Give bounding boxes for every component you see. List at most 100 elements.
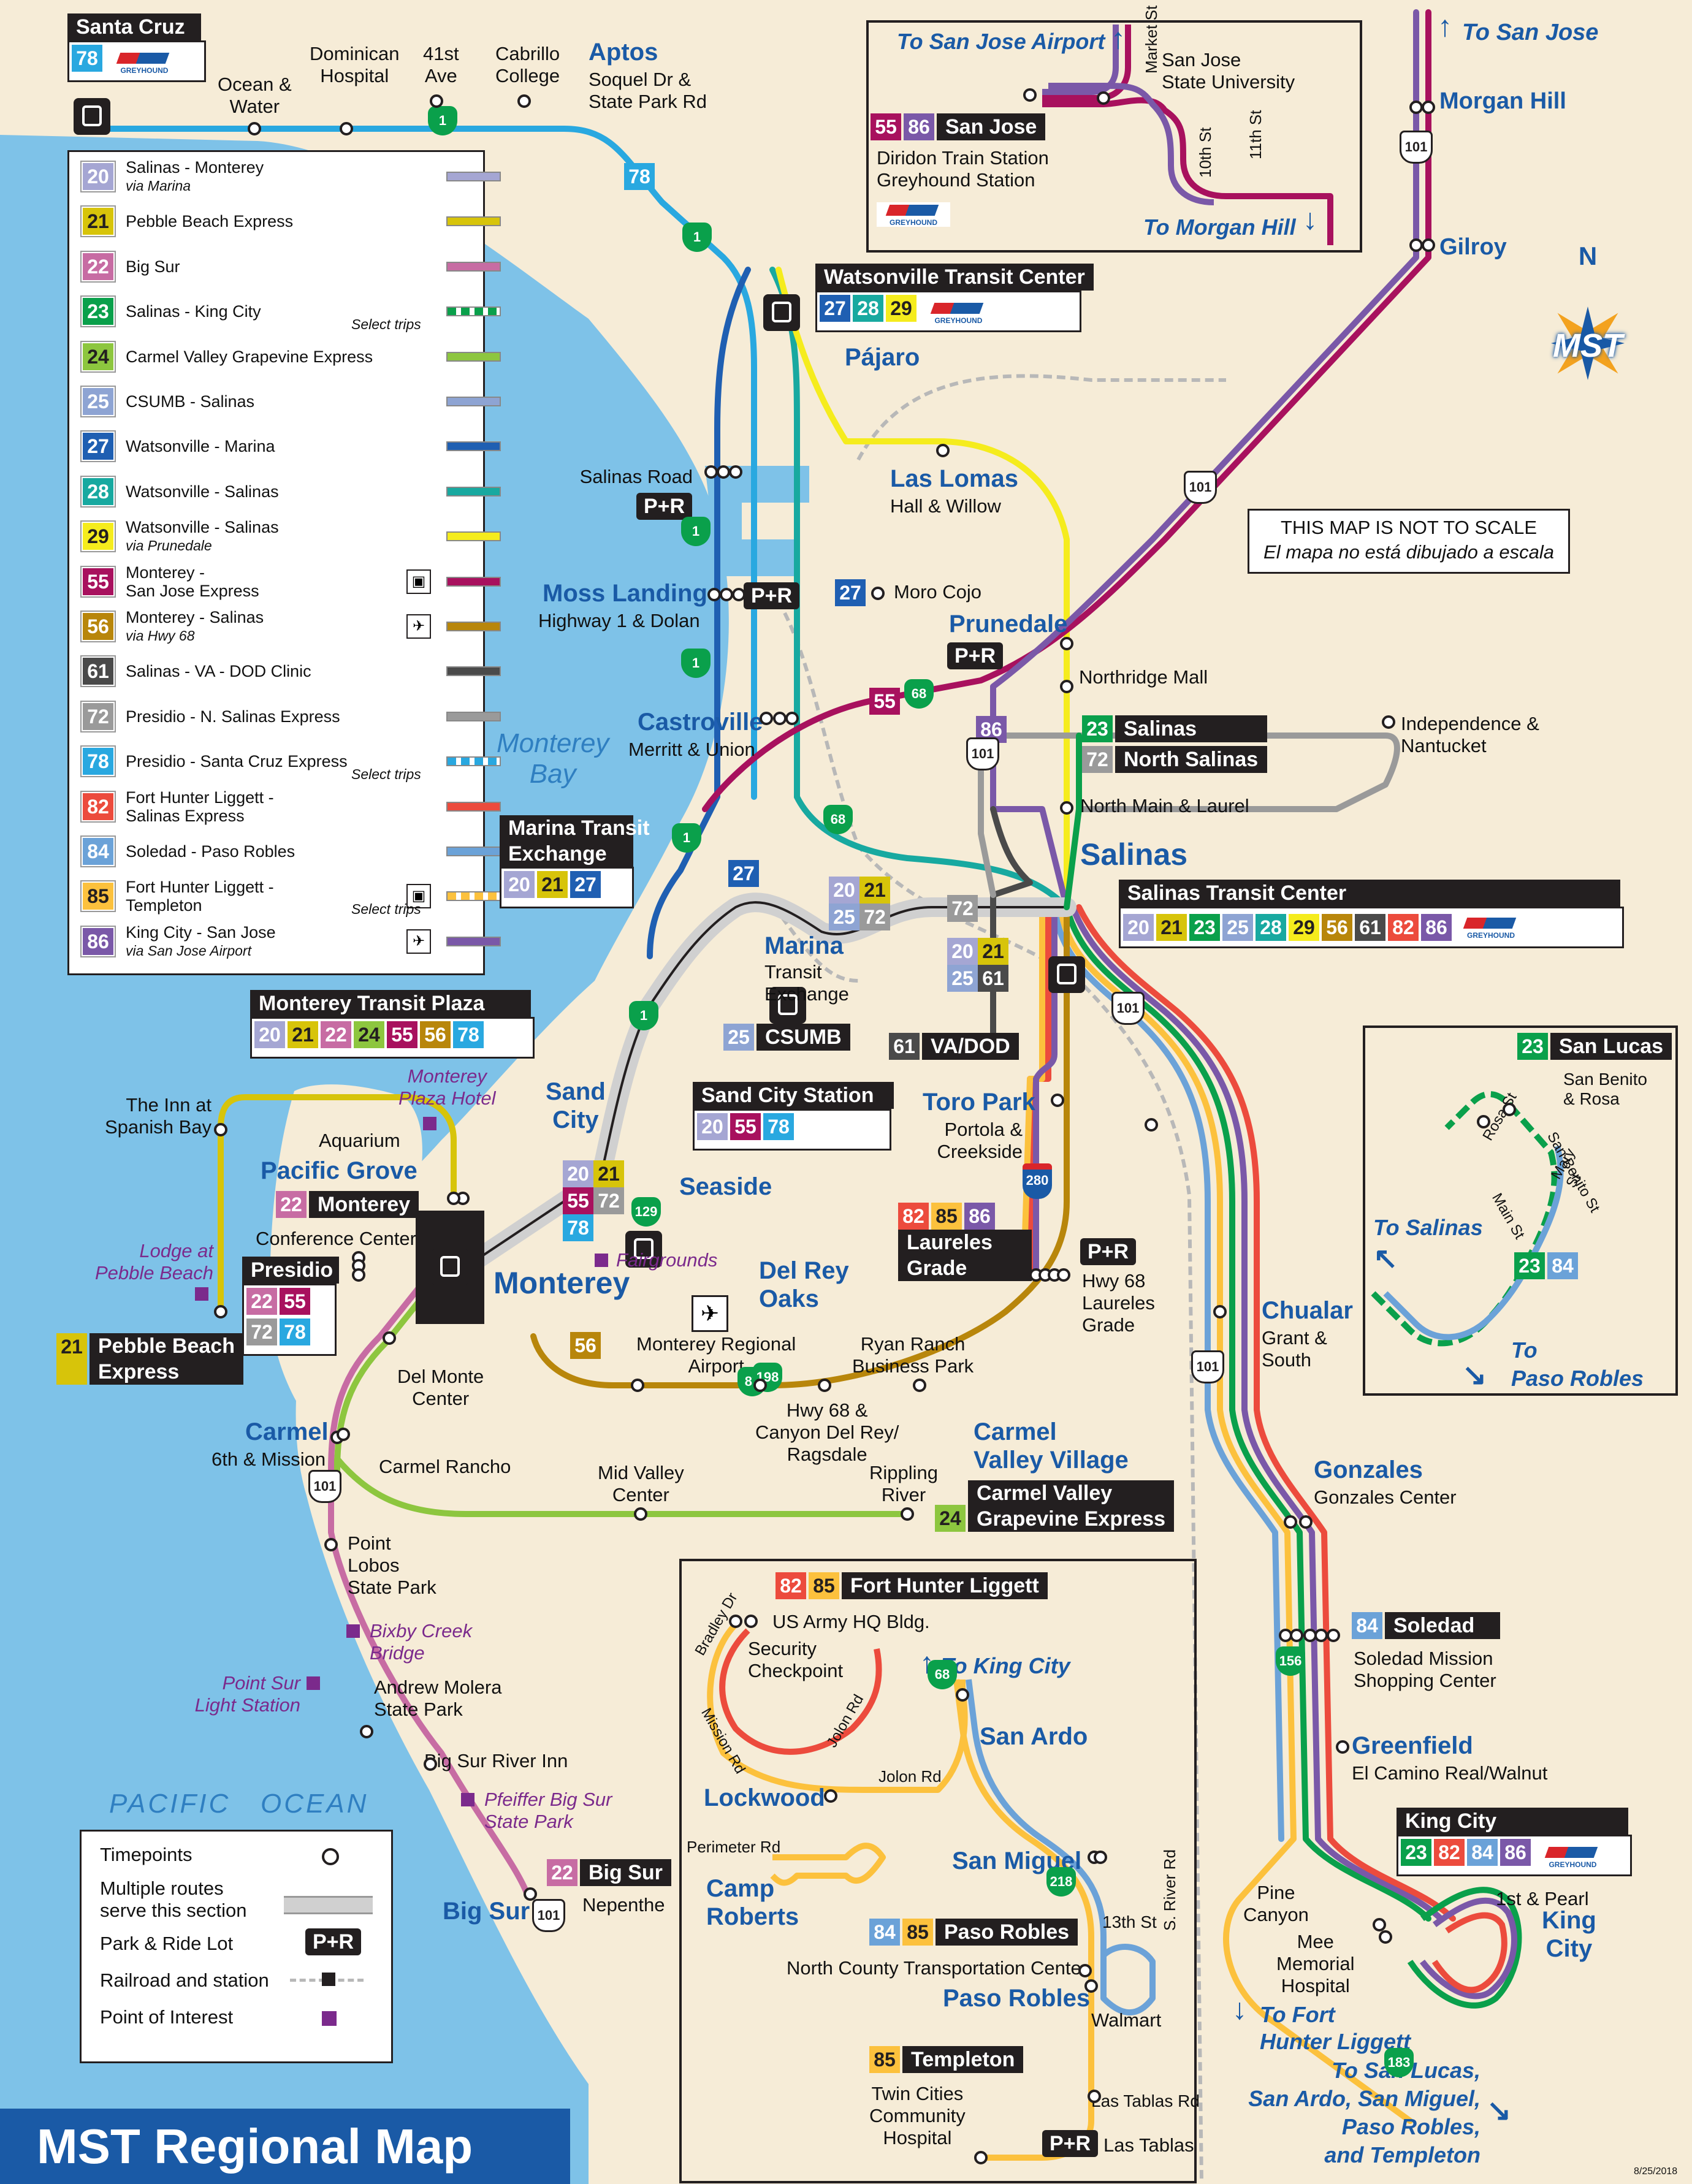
- route-badge-20: 20: [829, 877, 859, 904]
- route-badge-85: 85: [902, 1919, 933, 1946]
- route-badge-22: 22: [246, 1288, 277, 1315]
- timepoint-dot: [717, 465, 730, 479]
- route-badge-55: 55: [280, 1288, 310, 1315]
- key-poi: Point of Interest: [100, 2006, 234, 2028]
- legend-route-number: 25: [80, 386, 116, 417]
- direction-arrow-icon: ↘: [1487, 2095, 1512, 2127]
- label-rippling: Rippling River: [869, 1462, 939, 1505]
- timepoint-dot: [424, 1757, 437, 1771]
- label-13th-st: 13th St: [1102, 1912, 1157, 1931]
- timepoint-dot: [824, 1789, 837, 1803]
- legend-route-number: 86: [80, 925, 116, 957]
- hub-san-lucas: 23 San Lucas: [1517, 1033, 1672, 1060]
- label-hwy68-laureles: Hwy 68 Laureles Grade: [1082, 1270, 1155, 1336]
- route-badge-21: 21: [593, 1160, 624, 1187]
- label-las-tablas: Las Tablas: [1103, 2134, 1194, 2156]
- map-date: 8/25/2018: [1634, 2166, 1678, 2177]
- route-badge-20: 20: [254, 1021, 285, 1048]
- hub-laureles-title: Laureles Grade: [898, 1230, 1032, 1281]
- label-sand-city: Sand City: [546, 1078, 606, 1133]
- label-gonzales-sub: Gonzales Center: [1314, 1486, 1457, 1508]
- route-badge-25: 25: [1222, 914, 1253, 941]
- legend-route-name: Carmel Valley Grapevine Express: [126, 347, 373, 366]
- label-us-army: US Army HQ Bldg.: [772, 1611, 930, 1632]
- south-county-inset-frame: [679, 1559, 1197, 2183]
- airport-icon: ✈: [692, 1295, 728, 1332]
- title-bar: MST Regional Map: [0, 2109, 570, 2184]
- timepoint-dot: [773, 712, 787, 725]
- label-s-river-rd: S. River Rd: [1160, 1849, 1179, 1931]
- watsonville-bus-icon: [763, 294, 800, 331]
- timepoint-dot: [524, 1887, 537, 1901]
- label-to-salinas: To Salinas: [1373, 1215, 1483, 1240]
- bay-inlet: [705, 466, 809, 576]
- route-badge-22: 22: [321, 1021, 351, 1048]
- label-11th-st: 11th St: [1246, 110, 1265, 159]
- legend-route-name: Watsonville - Salinas: [126, 482, 279, 501]
- san-lucas-inset-routes: [1371, 1091, 1564, 1347]
- timepoint-dot: [936, 444, 950, 457]
- label-ocean-water: Ocean & Water: [218, 74, 292, 117]
- route-badge-27: 27: [570, 871, 601, 898]
- route-badge-61: 61: [978, 965, 1008, 992]
- timepoint-dot: [337, 1428, 350, 1441]
- legend-route-name: Presidio - N. Salinas Express: [126, 707, 340, 726]
- legend-route-name: Fort Hunter Liggett - Templeton: [126, 878, 274, 915]
- legend-route-via: via Hwy 68: [126, 628, 195, 644]
- label-prunedale: Prunedale: [949, 611, 1068, 637]
- legend-route-swatch: [446, 622, 501, 631]
- park-ride-salinas-road: P+R: [636, 493, 693, 520]
- hub-king-city-title: King City: [1397, 1808, 1628, 1835]
- label-soledad-sub: Soledad Mission Shopping Center: [1354, 1648, 1496, 1691]
- key-timepoints: Timepoints: [100, 1844, 192, 1865]
- highway-shield-icon: 183: [1384, 2048, 1414, 2077]
- route-badge-72: 72: [593, 1187, 624, 1214]
- timepoint-dot: [248, 122, 261, 135]
- timepoint-dot: [1327, 1629, 1340, 1642]
- timepoint-dot: [729, 1615, 742, 1628]
- label-pajaro: Pájaro: [845, 344, 920, 371]
- legend-route-number: 61: [80, 655, 116, 688]
- hub-pebble-beach: 21 Pebble Beach Express: [56, 1333, 243, 1385]
- timepoint-dot: [360, 1725, 373, 1738]
- poi-marker-bixby: [346, 1624, 360, 1638]
- route-badge-24: 24: [354, 1021, 384, 1048]
- legend-route-swatch: [446, 531, 501, 542]
- route-badge-25: 25: [829, 904, 859, 930]
- poi-marker-hotel: [423, 1117, 436, 1130]
- legend-route-swatch: [446, 756, 501, 767]
- monterey-bus-icon: [432, 1249, 468, 1285]
- timepoint-dot: [956, 1688, 969, 1702]
- route-badge-21: 21: [56, 1333, 87, 1385]
- label-to-morgan-hill: To Morgan Hill: [1143, 215, 1296, 240]
- timepoint-dot: [1477, 1115, 1490, 1128]
- legend-route-swatch: [446, 172, 501, 181]
- highway-shield-icon: 101: [532, 1899, 565, 1932]
- label-market-st: Market St: [1142, 5, 1160, 74]
- route-badge-55: 55: [387, 1021, 417, 1048]
- route-badge-21: 21: [1156, 914, 1187, 941]
- direction-arrow-icon: ↓: [1232, 1993, 1247, 2026]
- greyhound-logo: GREYHOUND: [1536, 1844, 1610, 1869]
- highway-shield-icon: 101: [308, 1470, 341, 1503]
- label-moss-landing-sub: Highway 1 & Dolan: [538, 610, 700, 631]
- hub-paso-title: Paso Robles: [936, 1919, 1078, 1946]
- timepoint-dot: [1503, 1103, 1516, 1116]
- timepoint-dot: [1382, 715, 1395, 729]
- route-badge-61: 61: [889, 1033, 920, 1060]
- route-badge-72: 72: [246, 1318, 277, 1345]
- label-pacific-ocean: PACIFIC OCEAN: [109, 1789, 369, 1819]
- legend-route-swatch: [446, 397, 501, 406]
- route-badge-56: 56: [420, 1021, 451, 1048]
- timepoint-dot: [818, 1379, 831, 1392]
